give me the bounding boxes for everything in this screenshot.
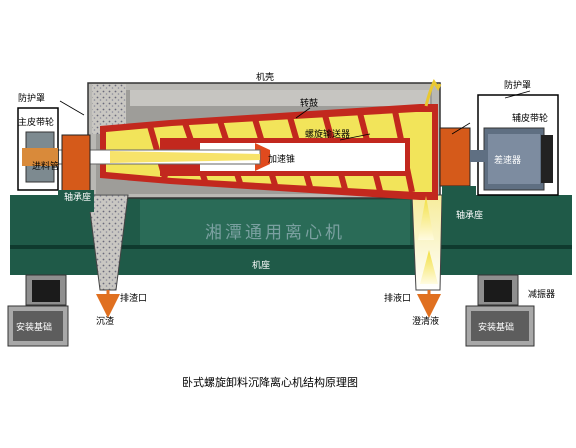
diagram-caption: 卧式螺旋卸料沉降离心机结构原理图 — [182, 375, 358, 389]
label-accel-cone: 加速锥 — [268, 153, 295, 165]
label-sediment: 沉渣 — [96, 315, 114, 327]
label-foundation-left: 安装基础 — [16, 321, 52, 333]
right-leg — [477, 274, 519, 306]
clarified-flow — [418, 79, 442, 284]
label-foundation-right: 安装基础 — [478, 321, 514, 333]
label-bearing-left: 轴承座 — [64, 191, 91, 203]
gearbox-assembly — [470, 94, 559, 196]
label-guard-left: 防护罩 — [18, 92, 45, 104]
label-casing: 机壳 — [256, 71, 274, 83]
foundation-right — [465, 305, 535, 347]
label-drum: 转鼓 — [300, 97, 318, 109]
bearing-right — [439, 127, 476, 212]
label-gearbox: 差速器 — [494, 154, 521, 166]
bearing-left — [58, 134, 94, 212]
label-aux-pulley: 辅皮带轮 — [512, 112, 548, 124]
label-slag-outlet: 排渣口 — [120, 292, 147, 304]
label-liquid-outlet: 排液口 — [384, 292, 411, 304]
label-feed-tube: 进料管 — [32, 160, 59, 172]
label-clarified: 澄清液 — [412, 315, 439, 327]
leader-lines — [59, 90, 531, 141]
label-guard-right: 防护罩 — [504, 79, 531, 91]
slag-chute — [87, 84, 129, 291]
label-main-pulley: 主皮带轮 — [18, 116, 54, 128]
label-bearing-right: 轴承座 — [456, 209, 483, 221]
left-leg — [25, 274, 67, 306]
label-damper: 减振器 — [528, 288, 555, 300]
label-frame: 机座 — [252, 259, 270, 271]
main-pulley — [17, 107, 59, 191]
label-screw-conveyor: 螺旋输送器 — [305, 128, 350, 140]
foundation-left — [7, 305, 69, 347]
watermark: 湘潭通用离心机 — [205, 223, 345, 243]
